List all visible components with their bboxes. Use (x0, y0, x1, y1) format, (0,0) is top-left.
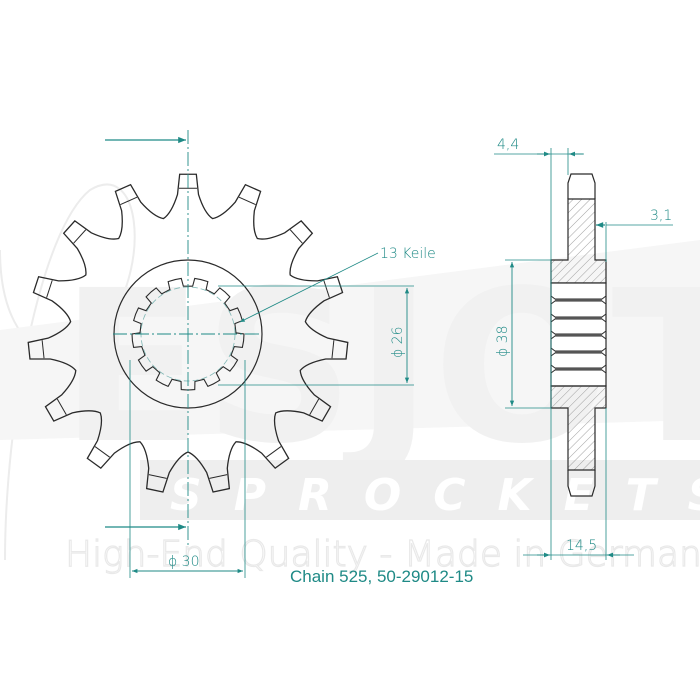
tooth-tip-line (94, 446, 110, 458)
tooth-tip-line (331, 340, 335, 359)
tooth-tip-line (289, 229, 303, 244)
spline-count-label: 13 Keile (380, 246, 436, 262)
watermark-band (140, 460, 700, 520)
section-upper (550, 198, 607, 284)
tooth-bottom-tip (567, 470, 596, 497)
dim-inner-diameter: ϕ 26 (390, 327, 406, 359)
tooth-tip-line (266, 446, 282, 458)
tooth-tip-line (309, 398, 320, 415)
dim-bolt-diameter: ϕ 30 (168, 554, 200, 570)
part-caption: Chain 525, 50-29012-15 (290, 567, 473, 586)
spline-profile (131, 277, 245, 391)
tooth-tip-line (148, 474, 167, 479)
tooth-tip-line (41, 340, 45, 359)
front-view: 13 Keile ϕ 26 ϕ 30 (27, 130, 436, 578)
tooth-tip-line (73, 229, 87, 244)
tooth-tip-line (56, 398, 67, 415)
tooth-top-tip (567, 173, 596, 199)
tooth-tip-line (46, 280, 53, 298)
watermark-tagline: High-End Quality - Made in Germany (65, 534, 700, 575)
watermark-subline: SPROCKETS (170, 470, 700, 521)
tooth-tip-line (209, 474, 228, 479)
spline-section (550, 282, 607, 387)
dim-tooth-offset: 4,4 (497, 137, 519, 153)
spline-leader-line (239, 252, 379, 323)
tooth-tip-line (238, 196, 256, 206)
dim-hub-width: 14,5 (566, 538, 597, 554)
tooth-tip-line (323, 280, 330, 298)
side-view: 4,4 3,1 ϕ 38 14,5 (494, 137, 673, 560)
dim-hub-diameter: ϕ 38 (495, 326, 511, 358)
tooth-tip-line (120, 196, 138, 206)
tooth-tip-lines (41, 187, 335, 479)
dim-tooth-width: 3,1 (650, 208, 672, 224)
sprocket-outline (27, 173, 349, 493)
